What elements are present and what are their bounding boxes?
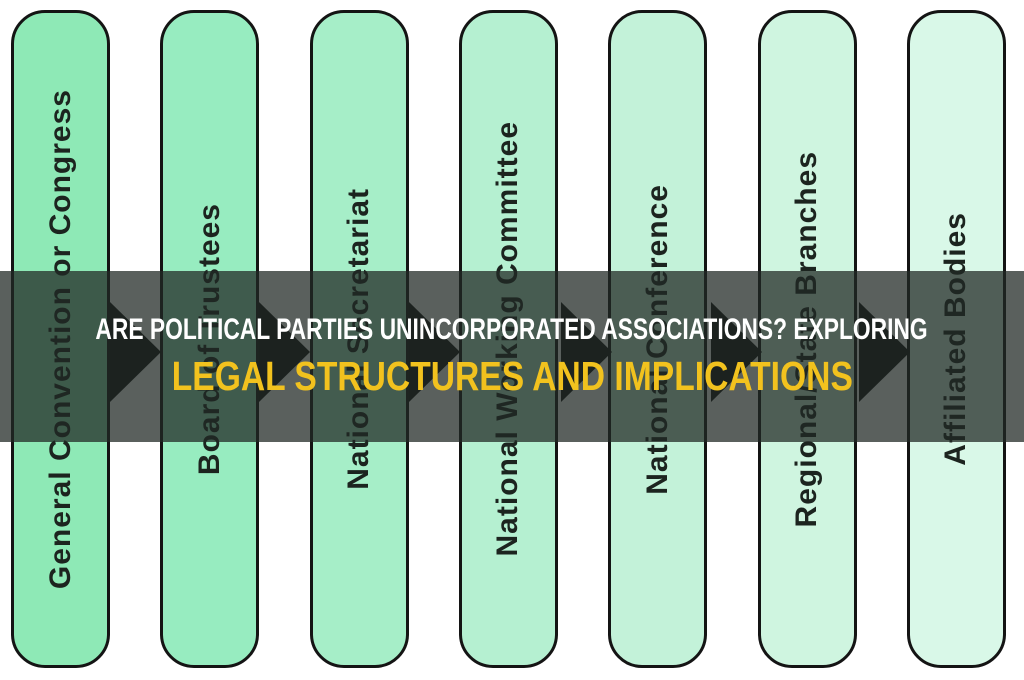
title-line-secondary: LEGAL STRUCTURES AND IMPLICATIONS <box>171 353 853 399</box>
title-line-primary: ARE POLITICAL PARTIES UNINCORPORATED ASS… <box>95 313 929 346</box>
title-banner: ARE POLITICAL PARTIES UNINCORPORATED ASS… <box>0 271 1024 442</box>
